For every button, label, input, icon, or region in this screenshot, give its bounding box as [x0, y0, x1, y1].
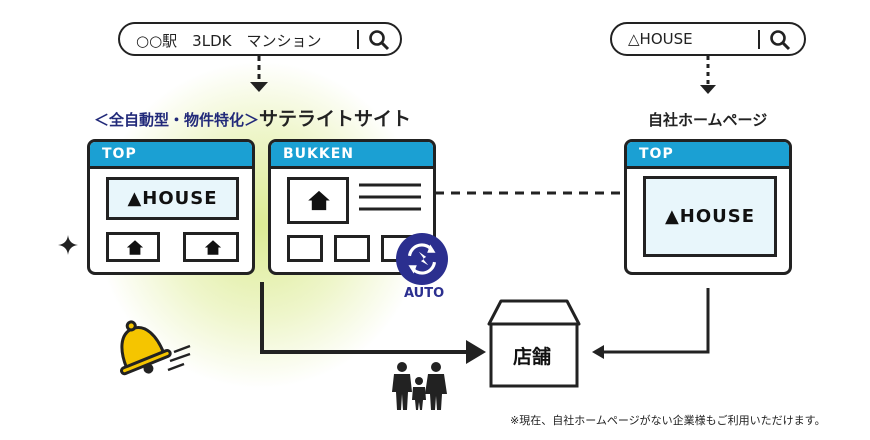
- house-banner[interactable]: ▲HOUSE: [643, 176, 777, 257]
- satellite-site-label: サテライトサイト: [259, 108, 412, 130]
- search-query-keywords: ○○駅 3LDK マンション: [136, 32, 322, 50]
- thumbnail[interactable]: [106, 232, 160, 262]
- house-icon: [126, 240, 144, 255]
- search-query-brand: △HOUSE: [628, 30, 693, 48]
- thumbnail[interactable]: [334, 235, 370, 262]
- window-header: BUKKEN: [271, 142, 433, 169]
- footnote: ※現在、自社ホームページがない企業様もご利用いただけます。: [510, 414, 826, 427]
- search-icon[interactable]: [367, 28, 391, 52]
- house-icon: [204, 240, 222, 255]
- house-banner[interactable]: ▲HOUSE: [106, 177, 239, 220]
- sparkle-icon: [58, 235, 78, 255]
- auto-label: AUTO: [404, 286, 445, 301]
- property-photo[interactable]: [287, 177, 349, 224]
- satellite-site-prefix: ＜全自動型・物件特化＞: [94, 111, 260, 129]
- search-icon[interactable]: [768, 28, 792, 52]
- house-icon: [308, 190, 330, 211]
- store-icon: [487, 299, 581, 388]
- own-site-title: 自社ホームページ: [648, 111, 768, 129]
- family-icon: [392, 362, 447, 410]
- thumbnail[interactable]: [183, 232, 239, 262]
- company-top-window: TOP ▲HOUSE: [624, 139, 792, 275]
- banner-label: ▲HOUSE: [664, 206, 756, 227]
- search-bar-brand[interactable]: △HOUSE: [610, 22, 806, 56]
- satellite-top-window: TOP ▲HOUSE: [87, 139, 255, 275]
- store-label: 店舗: [513, 346, 552, 368]
- auto-sync-icon: [396, 233, 448, 285]
- banner-label: ▲HOUSE: [127, 188, 218, 209]
- text-lines: [359, 183, 421, 211]
- satellite-site-title: ＜全自動型・物件特化＞サテライトサイト: [94, 104, 411, 131]
- search-bar-keywords[interactable]: ○○駅 3LDK マンション: [118, 22, 402, 56]
- bell-icon: [120, 320, 191, 376]
- window-header: TOP: [90, 142, 252, 169]
- thumbnail[interactable]: [287, 235, 323, 262]
- window-header: TOP: [627, 142, 789, 169]
